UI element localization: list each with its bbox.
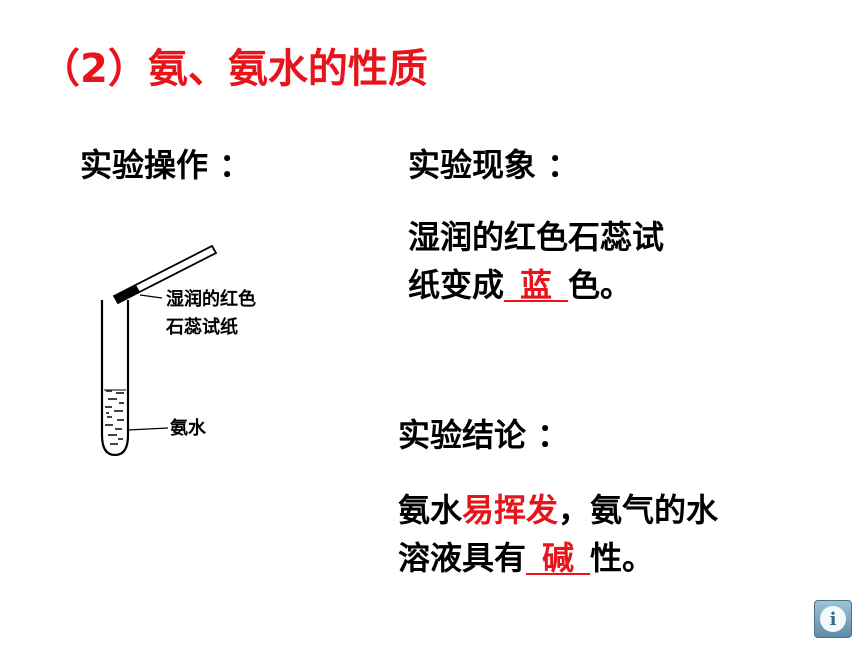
conclusion-highlight: 易挥发 <box>462 491 559 529</box>
ammonia-liquid <box>105 390 124 445</box>
conclusion-answer: 碱 <box>542 539 575 577</box>
paper-label-line1: 湿润的红色 <box>166 288 256 310</box>
paper-label-line2: 石蕊试纸 <box>165 316 238 338</box>
conclusion-heading: 实验结论 ： <box>398 416 570 454</box>
phenomenon-heading: 实验现象 ： <box>408 146 580 184</box>
liquid-label: 氨水 <box>170 417 207 439</box>
conclusion-line2: 溶液具有 碱 性。 <box>398 534 718 582</box>
phenomenon-line2: 纸变成 蓝 色。 <box>408 261 664 309</box>
conclusion-line1-prefix: 氨水 <box>398 491 463 529</box>
conclusion-line2-prefix: 溶液具有 <box>398 539 527 577</box>
conclusion-line1: 氨水易挥发，氨气的水 <box>398 486 718 534</box>
phenomenon-line1: 湿润的红色石蕊试 <box>408 218 665 256</box>
phenomenon-text: 湿润的红色石蕊试 纸变成 蓝 色。 <box>408 213 664 309</box>
phenomenon-line2-suffix: 色。 <box>568 266 633 304</box>
slide-title: （2）氨、氨水的性质 <box>40 46 428 92</box>
phenomenon-answer-blank: 蓝 <box>504 266 568 304</box>
info-icon: i <box>820 606 846 632</box>
phenomenon-answer: 蓝 <box>520 266 553 304</box>
operation-heading: 实验操作 ： <box>80 146 252 184</box>
conclusion-answer-blank: 碱 <box>526 539 590 577</box>
experiment-diagram: 湿润的红色 石蕊试纸 氨水 <box>100 244 256 457</box>
info-button[interactable]: i <box>814 600 852 638</box>
conclusion-text: 氨水易挥发，氨气的水 溶液具有 碱 性。 <box>398 486 718 582</box>
conclusion-line2-suffix: 性。 <box>590 539 655 577</box>
litmus-paper <box>112 244 218 305</box>
test-tube <box>100 300 130 457</box>
phenomenon-line2-prefix: 纸变成 <box>408 266 505 304</box>
conclusion-line1-suffix: ，氨气的水 <box>558 491 719 529</box>
